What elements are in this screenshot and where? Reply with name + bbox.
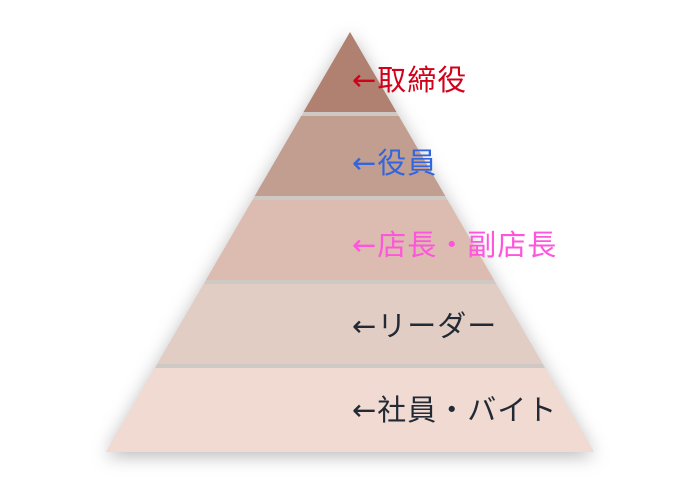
pyramid-level-store-managers — [205, 200, 495, 280]
level-label-staff: ←社員・バイト — [352, 393, 558, 427]
level-label-directors: ←取締役 — [352, 63, 468, 97]
pyramid-level-staff — [106, 368, 594, 452]
level-label-executives: ←役員 — [352, 146, 438, 180]
pyramid-level-executives — [254, 116, 446, 196]
level-label-leaders: ←リーダー — [352, 309, 498, 343]
level-label-store-managers: ←店長・副店長 — [352, 228, 558, 262]
pyramid-level-directors — [303, 32, 397, 112]
pyramid-level-leaders — [157, 284, 543, 364]
